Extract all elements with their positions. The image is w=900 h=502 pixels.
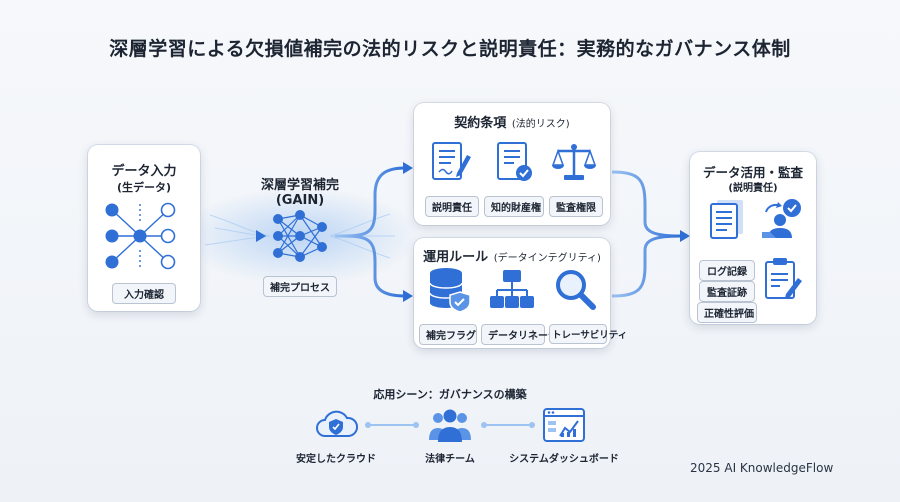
database-shield-icon (429, 268, 471, 313)
rules-tag-imputation-flag: 補完フラグ (419, 324, 477, 345)
imputation-process-tag: 補完プロセス (263, 276, 337, 297)
system-dashboard-icon (543, 408, 585, 442)
model-subtitle: (GAIN) (275, 193, 325, 208)
signed-document-icon (432, 142, 471, 180)
rules-subtitle: (データインテグリティ) (493, 253, 601, 264)
network-graph-icon (105, 202, 176, 270)
contract-tag-audit-rights: 監査権限 (549, 196, 603, 217)
audit-subtitle: (説明責任) (728, 183, 778, 194)
neural-network-icon (273, 210, 327, 262)
input-check-tag: 入力確認 (112, 283, 176, 304)
contract-tag-ip: 知的財産権 (484, 196, 544, 217)
contract-subtitle: (法的リスク) (511, 119, 570, 130)
document-check-icon (497, 142, 532, 181)
audit-tag-trail: 監査証跡 (699, 281, 755, 302)
scene-label-dashboard: システムダッシュボード (509, 454, 619, 465)
rules-heading: 運用ルール (データインテグリティ) (414, 246, 610, 265)
user-approval-icon (762, 199, 801, 238)
contract-heading: 契約条項 (法的リスク) (414, 112, 610, 131)
rules-title: 運用ルール (423, 250, 489, 265)
rules-tag-data-lineage: データリネージ (481, 324, 558, 345)
legal-team-icon (429, 409, 471, 442)
rules-tag-traceability: トレーサビリティ (549, 324, 627, 344)
contract-tag-accountability: 説明責任 (425, 196, 479, 217)
scene-label-legal: 法律チーム (425, 454, 475, 465)
audit-tag-log: ログ記録 (699, 260, 755, 281)
scene-label-cloud: 安定したクラウド (296, 454, 376, 465)
data-lineage-icon (490, 270, 534, 308)
scenes-title: 応用シーン：ガバナンスの構築 (373, 388, 527, 401)
model-title: 深層学習補完 (260, 178, 339, 193)
audit-title: データ活用・監査 (702, 165, 803, 180)
clipboard-edit-icon (765, 258, 802, 299)
input-title: データ入力 (111, 164, 177, 179)
input-subtitle: (生データ) (116, 181, 172, 194)
footer-credit: 2025 AI KnowledgeFlow (690, 461, 834, 475)
audit-tag-accuracy: 正確性評価 (697, 302, 757, 323)
cloud-security-icon (316, 410, 358, 437)
scales-of-justice-icon (551, 144, 597, 180)
magnifier-icon (556, 270, 596, 310)
contract-title: 契約条項 (454, 116, 507, 131)
report-document-icon (710, 200, 743, 239)
page-title: 深層学習による欠損値補完の法的リスクと説明責任：実務的なガバナンス体制 (109, 38, 791, 60)
